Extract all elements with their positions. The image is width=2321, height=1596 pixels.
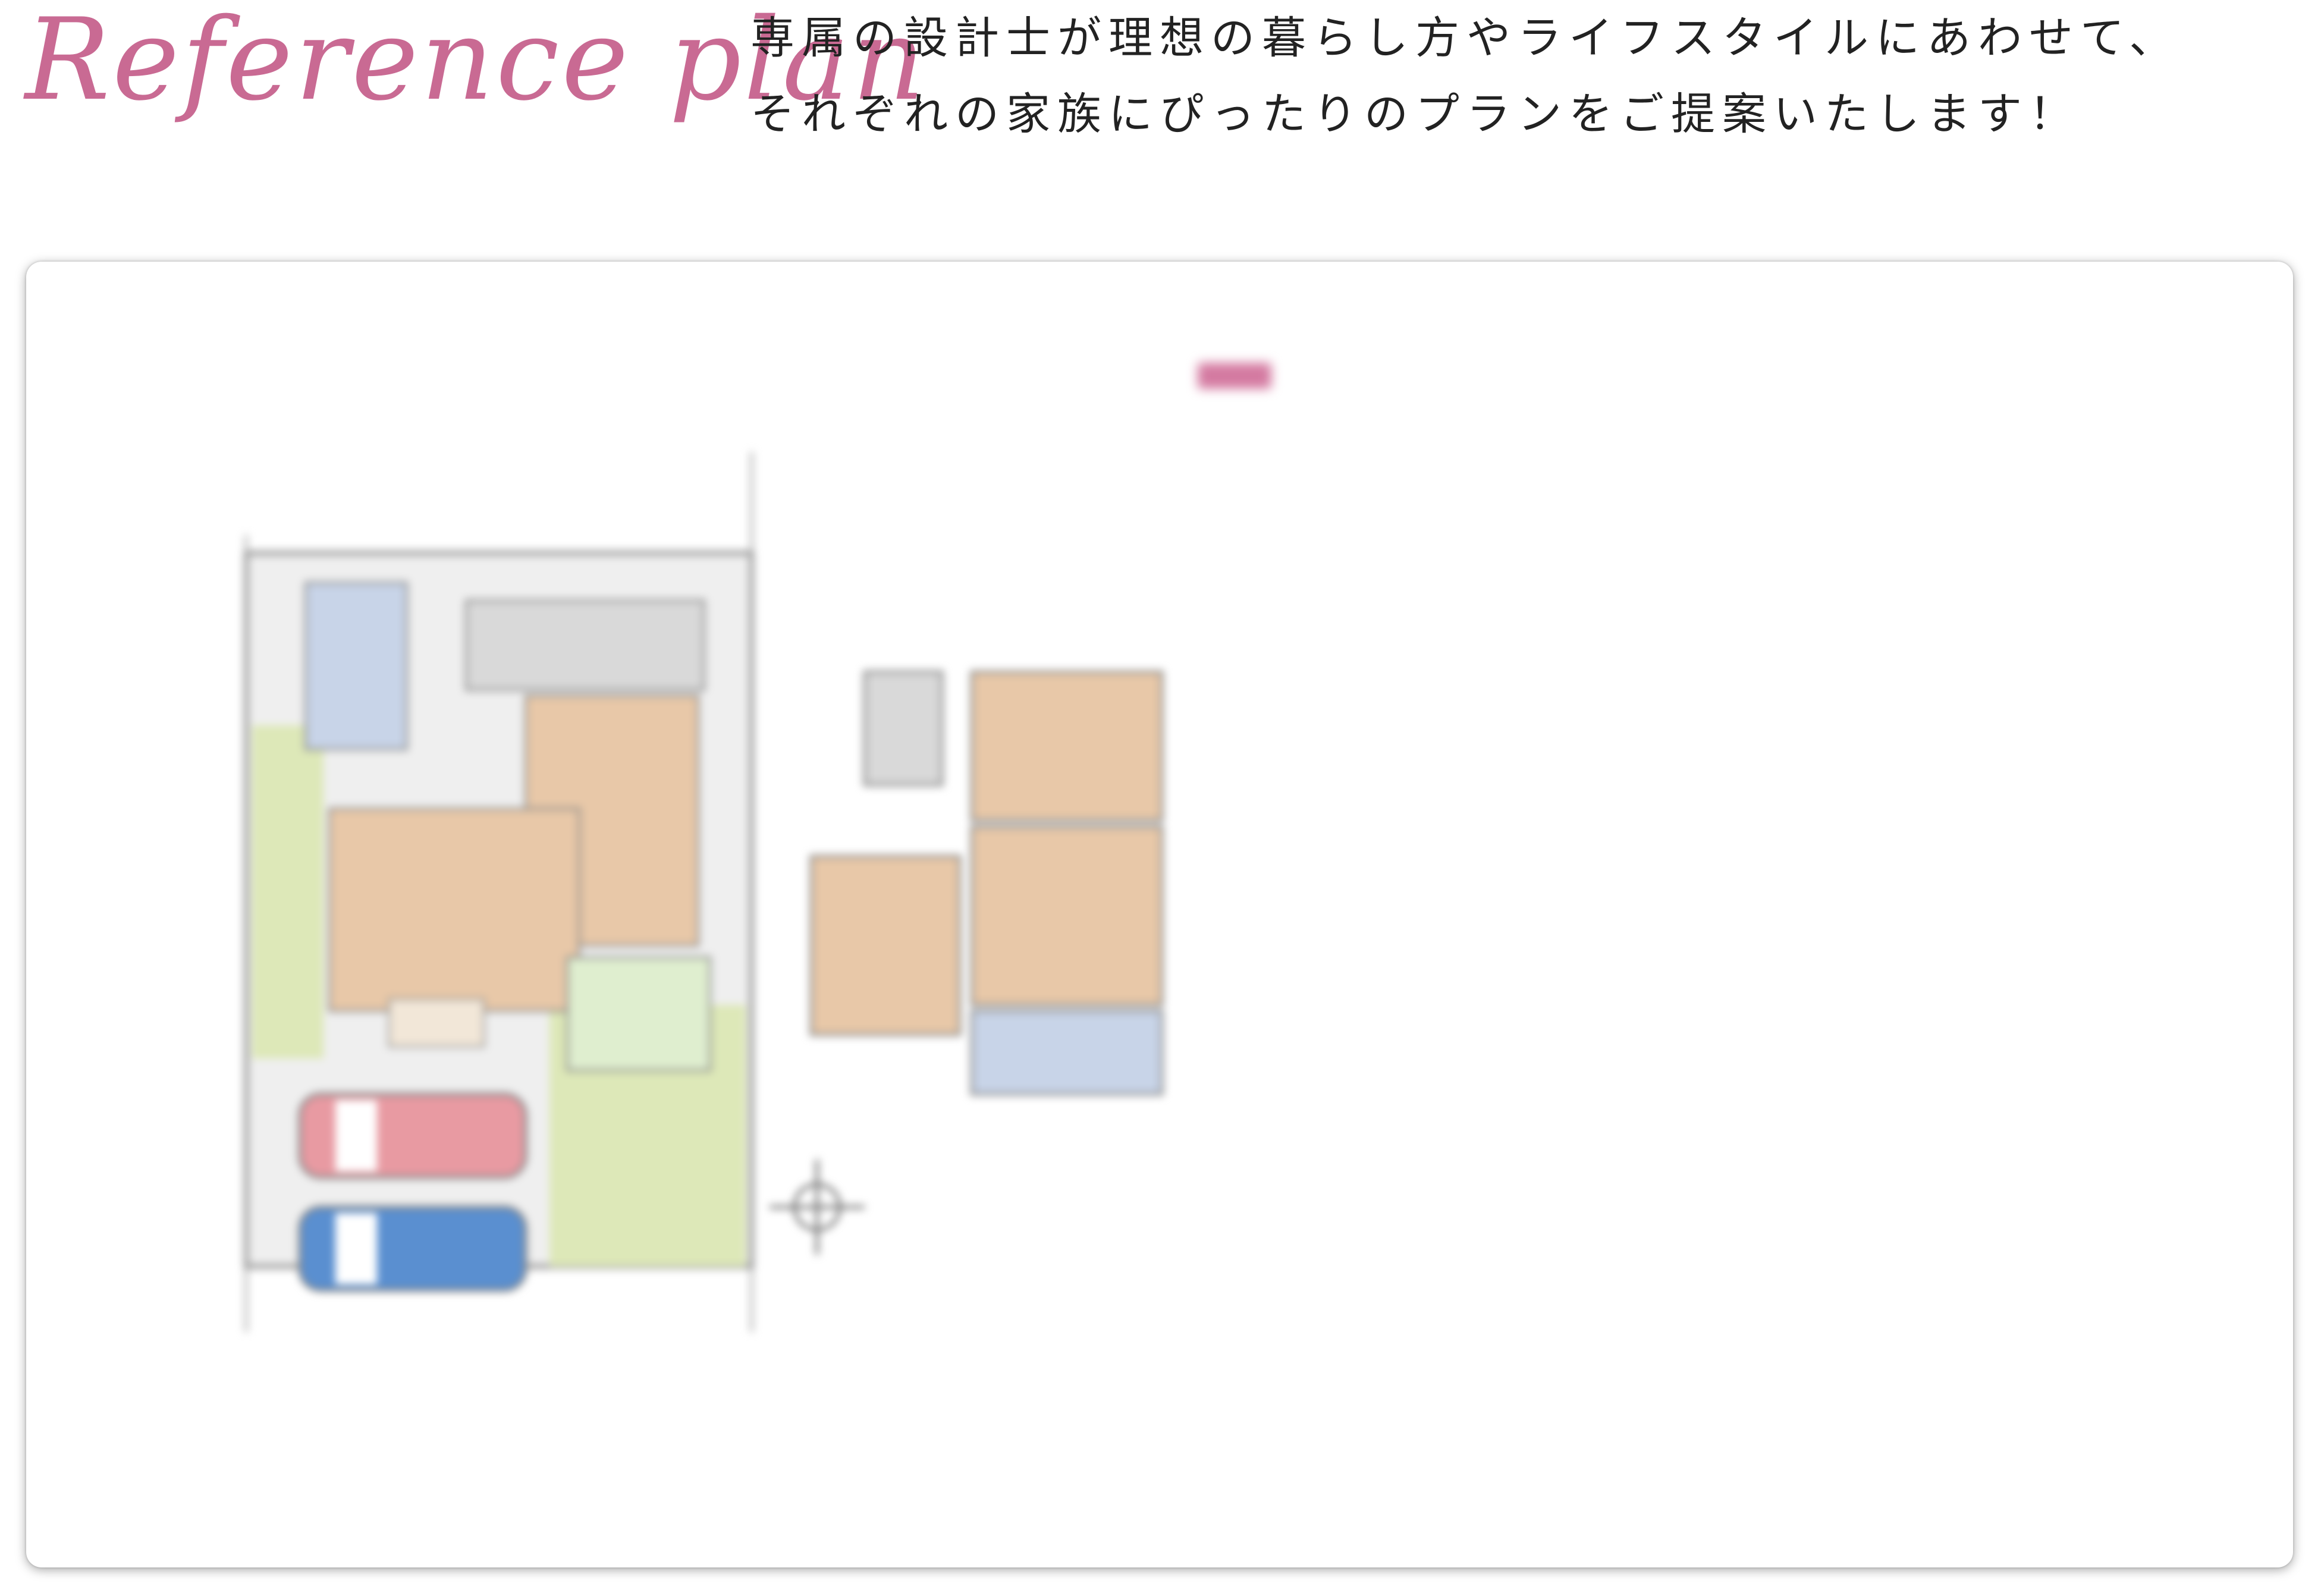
tatami-room: [566, 956, 711, 1072]
garden: [252, 725, 324, 1058]
plan-card: [26, 262, 2293, 1567]
bedroom: [970, 670, 1164, 822]
car-icon: [298, 1092, 527, 1179]
entrance: [388, 998, 485, 1048]
intro-line: それぞれの家族にぴったりのプランをご提案いたします！: [750, 89, 2080, 140]
intro-text: 専属の設計士が理想の暮らし方やライフスタイルにあわせて、 それぞれの家族にぴった…: [750, 0, 2309, 152]
bedroom: [970, 825, 1164, 1007]
floor-plan-drawing: [244, 452, 1164, 1332]
kitchen-counter: [465, 599, 705, 691]
floor-plan: [216, 357, 1180, 1498]
stair: [863, 670, 944, 787]
bedroom: [809, 854, 962, 1036]
living-room: [328, 808, 580, 1012]
intro-line: 専属の設計士が理想の暮らし方やライフスタイルにあわせて、: [750, 12, 2181, 64]
compass-icon: [770, 1160, 865, 1255]
bathroom: [304, 582, 408, 750]
balcony: [970, 1009, 1164, 1096]
plan-info: [1198, 363, 2209, 446]
badge-row: [1198, 363, 2209, 389]
plan-badge: [1198, 363, 1271, 389]
car-icon: [298, 1205, 527, 1292]
script-title: Reference plan: [25, 0, 928, 125]
